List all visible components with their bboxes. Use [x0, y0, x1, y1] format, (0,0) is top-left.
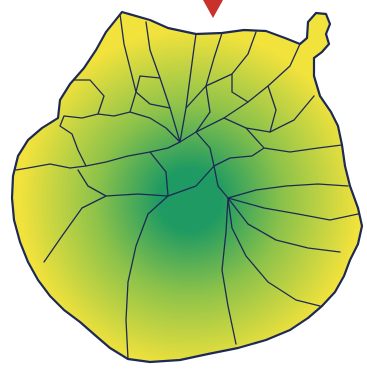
border-line — [227, 197, 321, 307]
border-line — [227, 197, 341, 253]
border-line — [135, 75, 161, 93]
border-line — [135, 91, 171, 109]
border-line — [267, 85, 277, 133]
border-line — [213, 147, 265, 167]
border-line — [227, 197, 359, 221]
border-line — [227, 183, 349, 199]
municipality-borders — [15, 13, 359, 360]
border-line — [231, 73, 249, 103]
border-line — [43, 193, 169, 263]
border-line — [213, 165, 229, 199]
border-line — [221, 197, 237, 345]
border-line — [149, 151, 169, 197]
island-outline — [10, 10, 364, 364]
highlighted-municipality[interactable] — [59, 111, 181, 167]
border-line — [77, 169, 107, 197]
border-line — [205, 31, 257, 87]
border-line — [73, 79, 105, 115]
border-line — [195, 43, 301, 133]
north-arrow-icon — [203, 0, 223, 18]
border-line — [179, 131, 215, 167]
border-line — [179, 33, 197, 143]
border-line — [245, 127, 343, 153]
border-line — [125, 165, 215, 360]
border-line — [15, 163, 87, 171]
border-line — [195, 85, 211, 133]
border-line — [185, 32, 223, 109]
border-line — [119, 13, 137, 113]
